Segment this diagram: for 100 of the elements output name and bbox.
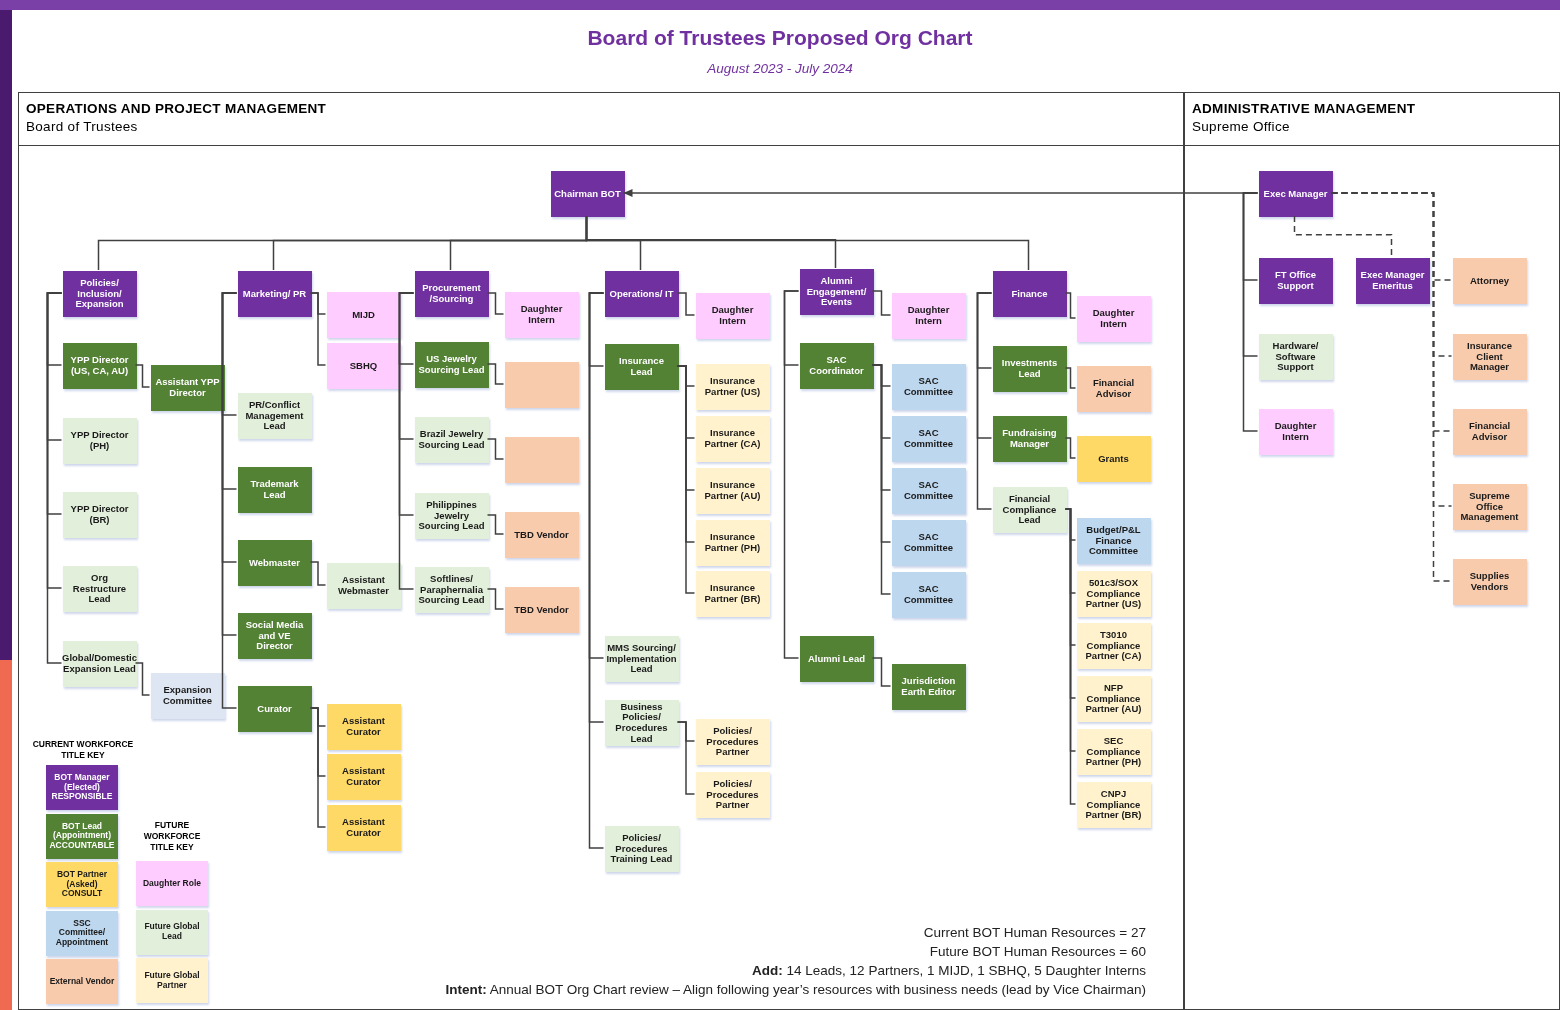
- role-box: PR/Conflict Management Lead: [237, 393, 312, 439]
- role-box: Insurance Client Manager: [1452, 334, 1527, 380]
- role-box: 501c3/SOX Compliance Partner (US): [1076, 571, 1151, 617]
- role-box: Daughter Intern: [504, 292, 579, 338]
- role-box: MIJD: [326, 292, 401, 338]
- role-box: Fundraising Manager: [992, 416, 1067, 462]
- connector-line: [676, 292, 696, 316]
- section-subtitle: Board of Trustees: [26, 119, 138, 134]
- role-box: Exec Manager: [1258, 171, 1333, 217]
- dashed-connector: [1330, 192, 1453, 582]
- role-box: Chairman BOT: [550, 171, 625, 217]
- legend-key: BOT Lead (Appointment) ACCOUNTABLE: [46, 813, 118, 859]
- connector-line: [486, 292, 505, 315]
- role-box: SEC Compliance Partner (PH): [1076, 729, 1151, 775]
- connector-line: [1242, 192, 1259, 432]
- role-box: Policies/ Procedures Training Lead: [604, 826, 679, 872]
- note-text: Future BOT Human Resources = 60: [929, 944, 1146, 959]
- role-box: SAC Committee: [891, 520, 966, 566]
- role-box: Jurisdiction Earth Editor: [891, 664, 966, 710]
- empty-box: [504, 362, 579, 408]
- role-box: Budget/P&L Finance Committee: [1076, 518, 1151, 564]
- chart-subtitle: August 2023 - July 2024: [706, 61, 854, 76]
- role-box: Grants: [1076, 436, 1151, 482]
- role-box: Assistant Curator: [326, 754, 401, 800]
- role-box: Alumni Engagement/ Events: [799, 269, 874, 315]
- connector-line: [585, 215, 1030, 271]
- role-box: Insurance Partner (PH): [695, 520, 770, 566]
- legend-heading: FUTURE WORKFORCE TITLE KEY: [142, 820, 202, 854]
- connector-line: [398, 292, 415, 590]
- role-box: Operations/ IT: [604, 271, 679, 317]
- role-box: Policies/ Procedures Partner: [695, 772, 770, 818]
- connector-line: [134, 364, 151, 388]
- role-box: TBD Vendor: [504, 512, 579, 558]
- role-box: Supreme Office Management: [1452, 484, 1527, 530]
- note-text: Current BOT Human Resources = 27: [923, 925, 1146, 940]
- dashed-connector: [1293, 215, 1393, 258]
- connector-line: [871, 657, 892, 687]
- connector-line: [134, 662, 151, 696]
- connector-line: [871, 290, 892, 316]
- role-box: Philippines Jewelry Sourcing Lead: [414, 493, 489, 539]
- role-box: YPP Director (BR): [62, 492, 137, 538]
- role-box: Insurance Partner (BR): [695, 571, 770, 617]
- role-box: Social Media and VE Director: [237, 613, 312, 659]
- connector-line: [221, 292, 238, 709]
- connector-line: [1064, 367, 1077, 389]
- connector-line: [46, 292, 63, 664]
- role-box: Supplies Vendors: [1452, 559, 1527, 605]
- connector-line: [1064, 437, 1077, 459]
- legend-key: Future Global Lead: [136, 909, 208, 955]
- legend-key: BOT Manager (Elected) RESPONSIBLE: [46, 765, 118, 810]
- role-box: FT Office Support: [1258, 258, 1333, 304]
- connector-line: [486, 363, 505, 385]
- role-box: Daughter Intern: [1076, 296, 1151, 342]
- role-box: Insurance Lead: [604, 344, 679, 390]
- connector-line: [976, 292, 993, 510]
- role-box: SAC Coordinator: [799, 343, 874, 389]
- role-box: TBD Vendor: [504, 587, 579, 633]
- role-box: Attorney: [1452, 258, 1527, 304]
- role-box: Webmaster: [237, 540, 312, 586]
- role-box: Daughter Intern: [695, 293, 770, 339]
- role-box: Hardware/ Software Support: [1258, 334, 1333, 380]
- role-box: YPP Director (US, CA, AU): [62, 343, 137, 389]
- connector-line: [1064, 292, 1077, 319]
- role-box: Financial Advisor: [1076, 366, 1151, 412]
- role-box: Assistant Curator: [326, 704, 401, 750]
- role-box: Daughter Intern: [1258, 409, 1333, 455]
- connector-line: [486, 514, 505, 535]
- role-box: Daughter Intern: [891, 293, 966, 339]
- connector-line: [486, 438, 505, 460]
- role-box: MMS Sourcing/ Implementation Lead: [604, 636, 679, 682]
- legend-key: Future Global Partner: [136, 958, 208, 1003]
- legend-key: BOT Partner (Asked) CONSULT: [46, 862, 118, 907]
- role-box: SAC Committee: [891, 468, 966, 514]
- role-box: CNPJ Compliance Partner (BR): [1076, 782, 1151, 828]
- role-box: Insurance Partner (AU): [695, 468, 770, 514]
- legend-key: Daughter Role: [136, 861, 208, 906]
- chart-title: Board of Trustees Proposed Org Chart: [586, 26, 974, 50]
- connector-line: [1064, 508, 1077, 805]
- role-box: Trademark Lead: [237, 467, 312, 513]
- role-box: SAC Committee: [891, 416, 966, 462]
- role-box: Insurance Partner (CA): [695, 416, 770, 462]
- note-text: Add: 14 Leads, 12 Partners, 1 MIJD, 1 SBHQ, 5 Daughter Interns: [752, 963, 1146, 978]
- legend-key: SSC Committee/ Appointment: [46, 910, 118, 956]
- role-box: Assistant Webmaster: [326, 563, 401, 609]
- role-box: Assistant YPP Director: [150, 365, 225, 411]
- connector-line: [309, 707, 327, 828]
- connector-line: [676, 721, 696, 795]
- note-text: Intent: Annual BOT Org Chart review – Align following year’s resources with business needs (lead by Vice Chairman): [445, 982, 1146, 997]
- role-box: Policies/ Inclusion/ Expansion: [62, 271, 137, 317]
- role-box: Curator: [237, 686, 312, 732]
- connector-line: [309, 292, 327, 366]
- role-box: Procurement /Sourcing: [414, 271, 489, 317]
- role-box: Policies/ Procedures Partner: [695, 719, 770, 765]
- connector-line: [309, 561, 327, 586]
- role-box: Global/Domestic Expansion Lead: [62, 641, 137, 687]
- role-box: SBHQ: [326, 343, 401, 389]
- connector-line: [486, 588, 505, 610]
- role-box: Business Policies/ Procedures Lead: [604, 700, 679, 746]
- role-box: Alumni Lead: [799, 636, 874, 682]
- role-box: Softlines/ Paraphernalia Sourcing Lead: [414, 567, 489, 613]
